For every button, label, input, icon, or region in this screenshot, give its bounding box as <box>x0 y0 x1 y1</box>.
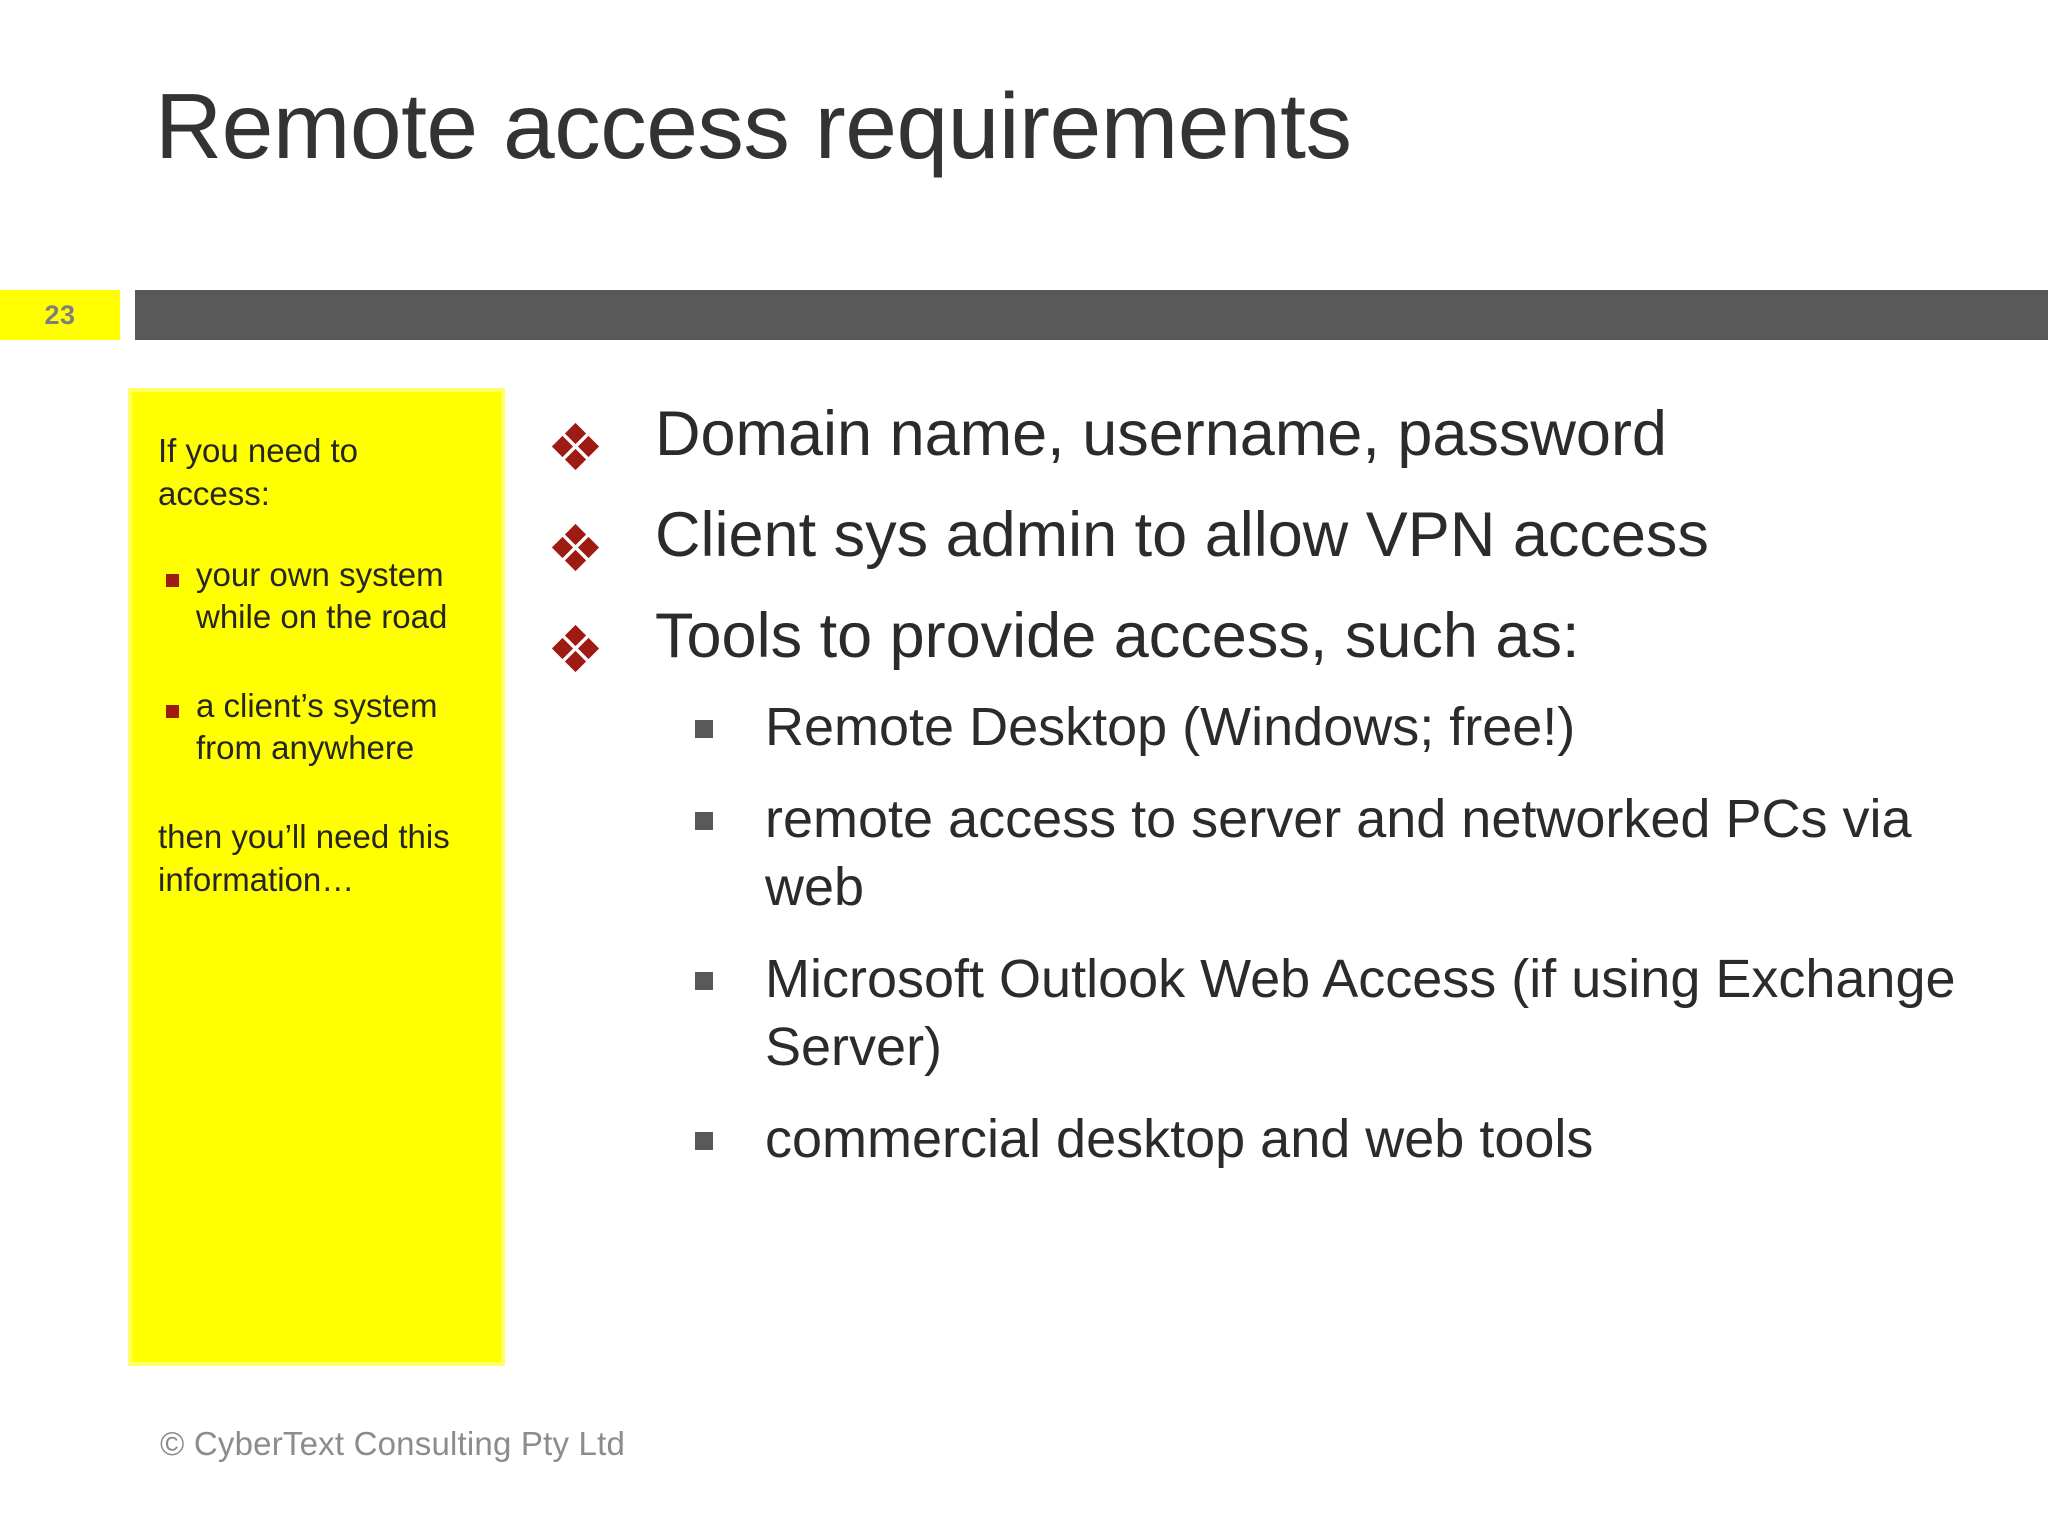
callout-lead-text: If you need to access: <box>158 432 358 512</box>
diamond-cluster-bullet-icon <box>551 625 601 674</box>
bullet-level2-label: Microsoft Outlook Web Access (if using E… <box>765 949 1956 1078</box>
diamond-cluster-bullet-icon <box>551 523 601 573</box>
callout-item-label: a client’s system from anywhere <box>196 686 438 767</box>
bullet-level2: Microsoft Outlook Web Access (if using E… <box>655 945 1985 1081</box>
bullet-level2-label: Remote Desktop (Windows; free!) <box>765 697 1576 758</box>
callout-item-label: your own system while on the road <box>196 555 448 636</box>
callout-sidebar: If you need to access: your own system w… <box>128 388 505 1366</box>
bullet-level1-label: Client sys admin to allow VPN access <box>655 500 1709 571</box>
bullet-sub-list: Remote Desktop (Windows; free!) remote a… <box>655 693 1985 1173</box>
bullet-level1-label: Domain name, username, password <box>655 399 1667 469</box>
square-bullet-icon <box>166 573 179 587</box>
bullet-level2: Remote Desktop (Windows; free!) <box>655 693 1985 761</box>
bullet-level2: commercial desktop and web tools <box>655 1105 1985 1173</box>
diamond-cluster-bullet-icon <box>551 422 601 472</box>
callout-tail-text: then you’ll need this information… <box>158 818 450 898</box>
square-bullet-icon <box>695 720 713 739</box>
callout-list: your own system while on the road a clie… <box>158 554 475 770</box>
page-title: Remote access requirements <box>155 74 1352 178</box>
list-item: your own system while on the road <box>158 554 475 639</box>
slide-number-badge: 23 <box>0 290 120 340</box>
callout-content: If you need to access: your own system w… <box>132 392 501 902</box>
bullet-level2-label: remote access to server and networked PC… <box>765 789 1912 918</box>
list-item: a client’s system from anywhere <box>158 685 475 770</box>
header-divider-band <box>135 290 2048 340</box>
bullet-level2: remote access to server and networked PC… <box>655 785 1985 921</box>
body-bullet-list: Domain name, username, password Client s… <box>545 398 1985 1201</box>
square-bullet-icon <box>695 1132 713 1151</box>
bullet-level1-label: Tools to provide access, such as: <box>655 601 1580 672</box>
square-bullet-icon <box>695 812 713 831</box>
footer-copyright: © CyberText Consulting Pty Ltd <box>160 1425 626 1462</box>
square-bullet-icon <box>166 704 179 718</box>
bullet-level1: Domain name, username, password <box>545 398 1985 471</box>
square-bullet-icon <box>695 972 713 991</box>
bullet-level2-label: commercial desktop and web tools <box>765 1109 1594 1170</box>
bullet-level1: Tools to provide access, such as: Remote… <box>545 600 1985 1173</box>
slide-number-value: 23 <box>44 299 76 330</box>
bullet-level1: Client sys admin to allow VPN access <box>545 499 1985 572</box>
